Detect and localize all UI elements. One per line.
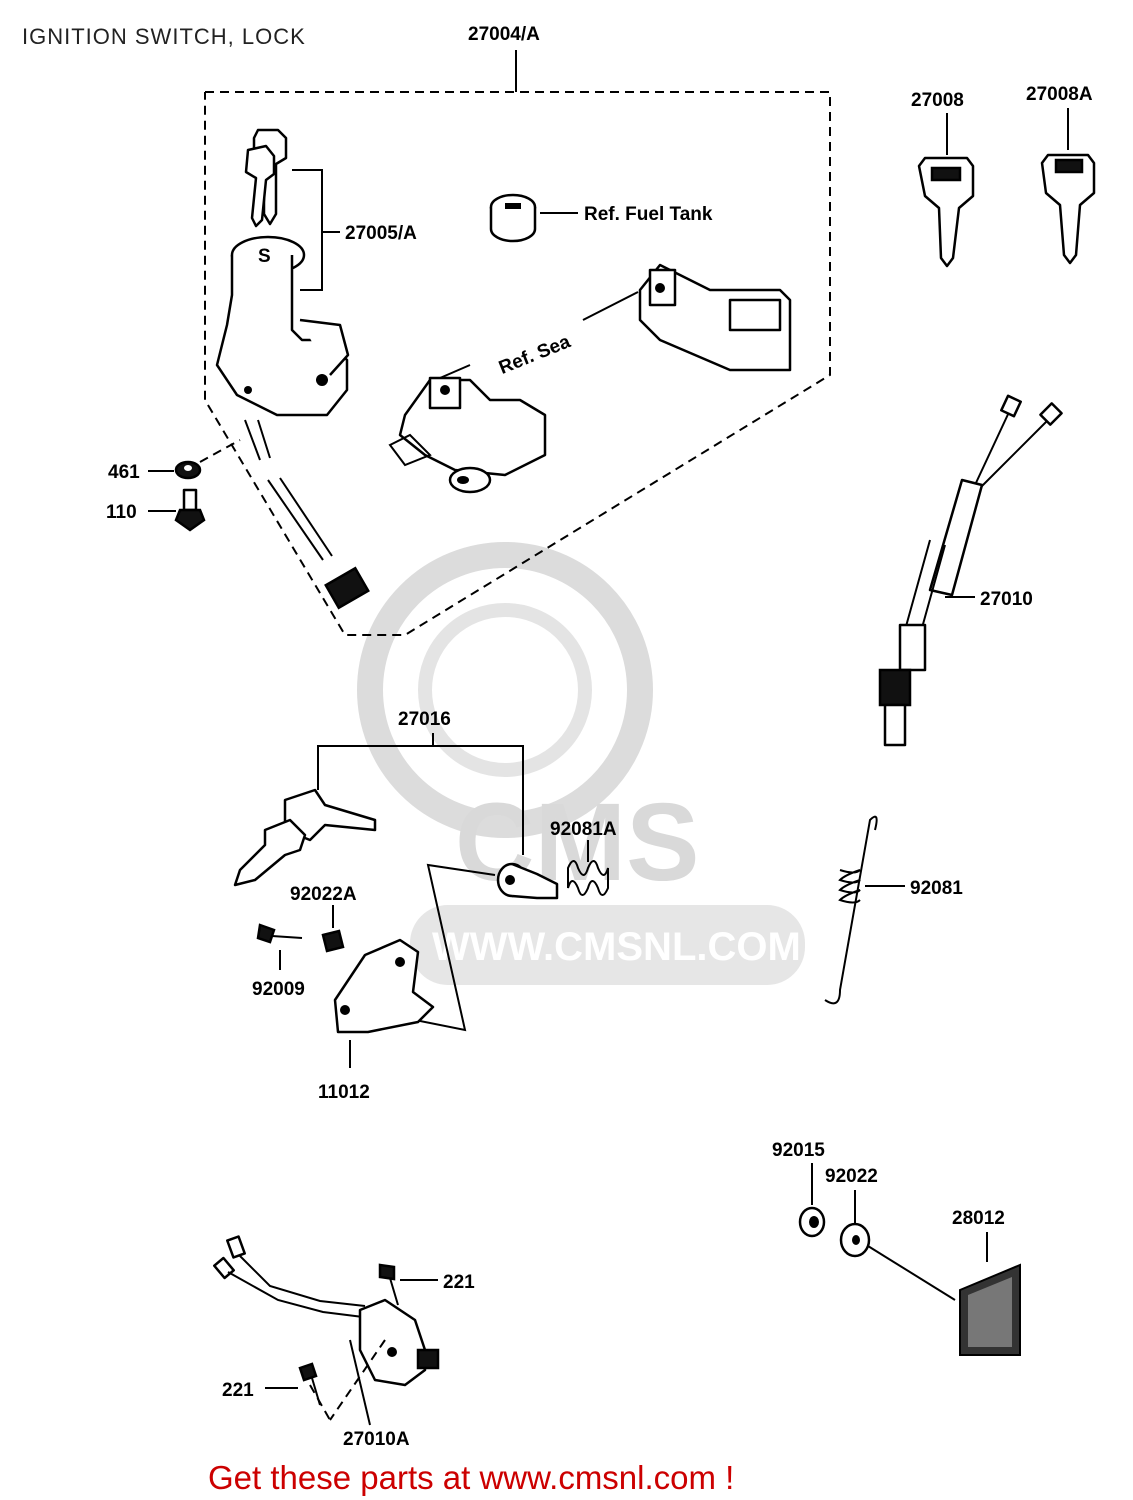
part-label-221-lower[interactable]: 221 — [222, 1380, 254, 1401]
part-label-27010[interactable]: 27010 — [980, 589, 1033, 610]
diagram-title: IGNITION SWITCH, LOCK — [22, 24, 306, 49]
part-label-110[interactable]: 110 — [106, 502, 137, 523]
bolt-110[interactable] — [174, 488, 206, 532]
part-label-27008A[interactable]: 27008A — [1026, 84, 1093, 105]
watermark-url: WWW.CMSNL.COM — [432, 925, 801, 969]
fuel-tank-lock-cylinder[interactable] — [489, 193, 537, 243]
ignition-switch-body[interactable]: S — [215, 235, 350, 417]
switch-body-27010A[interactable] — [358, 1298, 440, 1387]
part-label-92081[interactable]: 92081 — [910, 878, 963, 899]
ignition-key-pair[interactable] — [244, 128, 288, 228]
part-label-28012[interactable]: 28012 — [952, 1208, 1005, 1229]
part-label-27016[interactable]: 27016 — [398, 709, 451, 730]
lock-set-27016-group: 27016 92081A 11012 92009 — [233, 709, 617, 1103]
ignition-switch-harness[interactable] — [244, 419, 370, 610]
part-label-92015[interactable]: 92015 — [772, 1140, 825, 1161]
part-label-11012[interactable]: 11012 — [318, 1082, 370, 1103]
spring-92081[interactable] — [824, 815, 878, 1005]
part-label-92081A[interactable]: 92081A — [550, 819, 617, 840]
part-label-27008[interactable]: 27008 — [911, 90, 964, 111]
part-label-221-upper[interactable]: 221 — [443, 1272, 475, 1293]
switch-harness-27010A[interactable] — [213, 1235, 366, 1318]
spring-92081A[interactable] — [567, 860, 609, 896]
switch-27010A-group: 221 221 27010A — [213, 1235, 475, 1450]
part-label-27010A[interactable]: 27010A — [343, 1429, 410, 1450]
lock-cylinder[interactable] — [496, 862, 559, 900]
watermark-brand: CMS — [455, 781, 699, 904]
ignition-switch-assembly-group: 27004/A 27005/A S — [106, 24, 831, 636]
part-label-27004A[interactable]: 27004/A — [468, 24, 540, 45]
part-label-461[interactable]: 461 — [108, 462, 140, 483]
switch-lead-27010[interactable] — [878, 394, 1063, 747]
nut-92022A[interactable] — [321, 929, 345, 953]
lock-plate-11012[interactable] — [333, 938, 435, 1034]
seat-lock-bracket[interactable] — [638, 263, 792, 372]
part-label-92022[interactable]: 92022 — [825, 1166, 878, 1187]
footer-promo-link[interactable]: Get these parts at www.cmsnl.com ! — [208, 1459, 734, 1496]
part-label-92009[interactable]: 92009 — [252, 979, 305, 1000]
washer-461[interactable] — [174, 460, 202, 480]
nut-92015[interactable] — [798, 1206, 826, 1238]
ref-seat-label: Ref. Sea — [496, 331, 574, 379]
part-label-92022A[interactable]: 92022A — [290, 884, 357, 905]
washer-92022[interactable] — [839, 1222, 871, 1258]
lock-key-pair[interactable] — [233, 788, 377, 887]
key-blank-27008[interactable]: 27008 — [911, 90, 975, 268]
key-blank-27008A[interactable]: 27008A — [1026, 84, 1096, 265]
watermark-logo: CMS WWW.CMSNL.COM — [357, 542, 805, 985]
part-label-27005A[interactable]: 27005/A — [345, 223, 417, 244]
screw-92009[interactable] — [256, 923, 303, 944]
seat-lock-cylinder[interactable] — [388, 376, 547, 494]
screw-221-upper[interactable] — [378, 1263, 399, 1306]
reflector-group: 92015 92022 28012 — [772, 1140, 1021, 1356]
svg-text:S: S — [258, 246, 271, 267]
reflector-28012[interactable] — [959, 1263, 1021, 1356]
ref-fuel-tank-label: Ref. Fuel Tank — [584, 204, 713, 225]
